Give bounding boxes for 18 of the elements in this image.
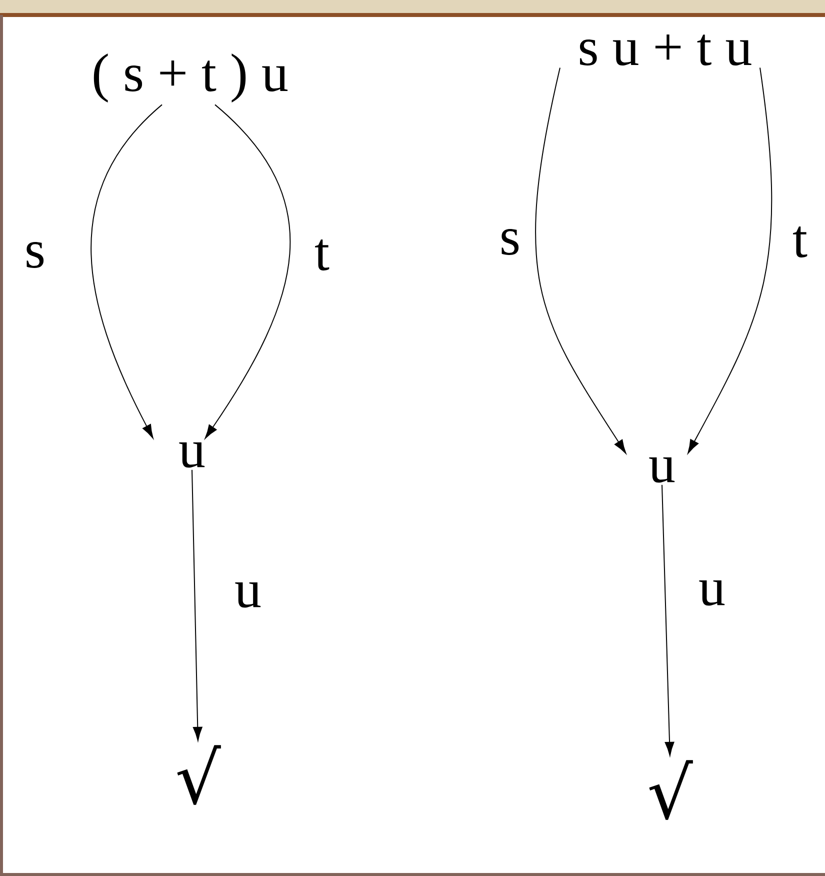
variable-label: u	[179, 442, 205, 468]
edge-label: t	[793, 226, 808, 258]
edge-label: u	[699, 580, 725, 606]
arrow	[688, 67, 772, 454]
variable-label: u	[649, 457, 675, 483]
expression: ( s + t ) u	[94, 54, 288, 102]
arrow	[535, 67, 626, 454]
edge-label: t	[315, 240, 330, 270]
edge-label: s	[26, 242, 44, 268]
expression: s u + t u	[580, 34, 752, 66]
check-mark: √	[177, 745, 221, 805]
arrow	[90, 104, 162, 438]
arrow	[204, 104, 290, 439]
edge-label: s	[502, 229, 519, 255]
arrow	[662, 484, 674, 756]
check-mark: √	[649, 760, 693, 820]
arrow	[192, 469, 202, 741]
edge-label: u	[235, 582, 261, 608]
